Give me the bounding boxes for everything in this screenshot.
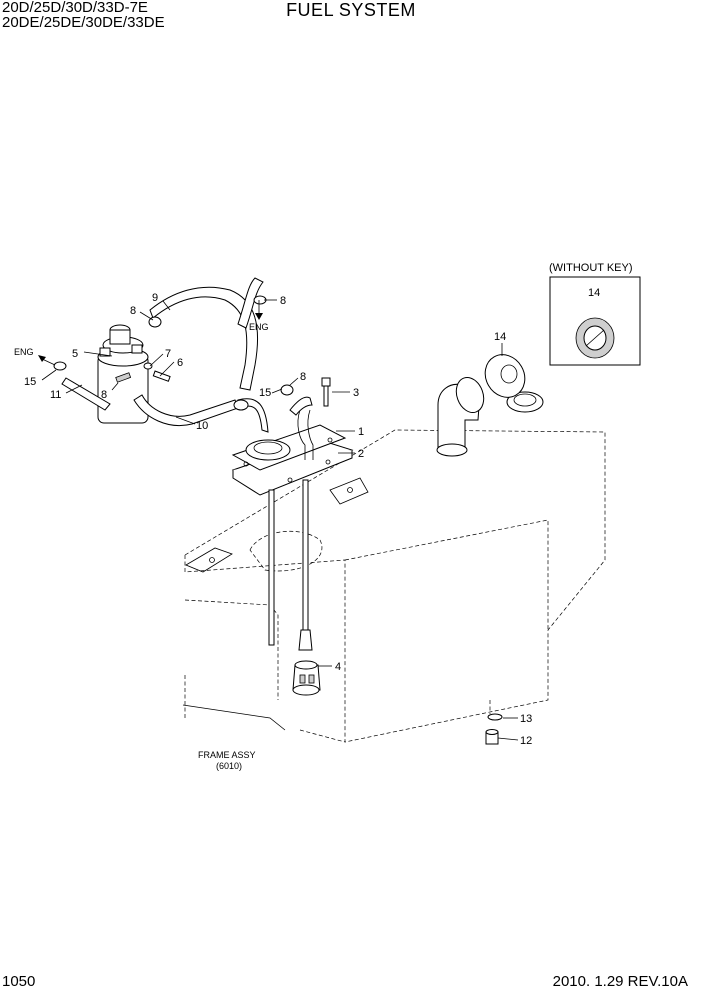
washer-filter [143,362,153,370]
frame-assy-outline [182,704,286,731]
fuel-hose-9 [149,277,264,391]
hose-clamp-15b [233,399,249,411]
callout-10: 10 [196,420,208,432]
o-ring [487,713,503,721]
strainer [292,660,321,696]
sending-unit [231,409,354,496]
callout-6: 6 [177,357,183,369]
fuel-cap [484,354,526,398]
callout-7: 7 [165,348,171,360]
callout-9: 9 [152,292,158,304]
without-key-inset [549,276,641,366]
hose-clamp-left [53,361,67,371]
callout-8-filter-bottom: 8 [101,389,107,401]
leader-lines [41,299,519,741]
callout-14-cap: 14 [494,331,506,343]
hose-clamp-8c [280,384,294,396]
fuel-hose-10 [133,394,313,433]
callout-15-right: 15 [259,387,271,399]
eng-arrow-down [255,300,263,320]
without-key-label: (WITHOUT KEY) [549,262,633,274]
callout-8-hose-right: 8 [300,371,306,383]
eng-label-filter: ENG [14,347,34,357]
frame-assy-label: FRAME ASSY [198,750,256,760]
callout-14-inset: 14 [588,287,600,299]
callout-1: 1 [358,426,364,438]
fuel-filter [97,324,149,424]
fuel-tank [184,429,606,743]
callout-15-left: 15 [24,376,36,388]
callout-11: 11 [50,389,61,401]
callout-2: 2 [358,448,364,460]
tank-bracket-right [329,477,369,505]
page-number: 1050 [2,973,36,990]
page-title: FUEL SYSTEM [286,0,416,20]
bolt-filter [152,370,171,382]
eng-arrow-left [38,355,56,366]
callout-8-hose-top: 8 [280,295,286,307]
callout-5: 5 [72,348,78,360]
pickup-tubes [268,479,313,651]
frame-assy-ref: (6010) [216,761,242,771]
callout-3: 3 [353,387,359,399]
callout-13: 13 [520,713,532,725]
filler-neck [436,377,544,457]
revision-date: 2010. 1.29 REV.10A [552,973,688,990]
bolt-sending-unit [321,377,331,407]
tank-bracket-left [185,547,233,573]
callout-4: 4 [335,661,341,673]
callout-12: 12 [520,735,532,747]
model-list-line-1: 20D/25D/30D/33D-7E [2,0,148,16]
eng-label-hose: ENG [249,322,269,332]
drain-plug [485,729,499,745]
callout-8-filter-clamp: 8 [130,305,136,317]
hose-11 [61,377,111,411]
model-list-line-2: 20DE/25DE/30DE/33DE [2,14,165,31]
